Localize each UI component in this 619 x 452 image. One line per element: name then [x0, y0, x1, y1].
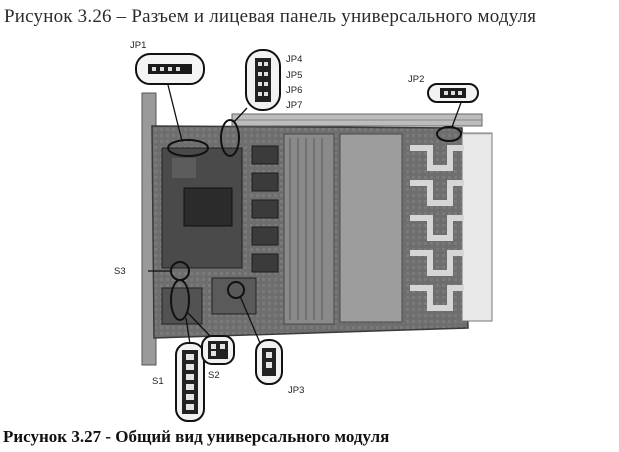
lower-component — [211, 277, 257, 315]
label-s3: S3 — [114, 266, 126, 277]
label-jp3: JP3 — [288, 385, 304, 396]
label-jp1: JP1 — [130, 40, 146, 51]
jp1-highlight — [167, 139, 209, 157]
module-board-drawing: JP1 JP4 JP5 JP6 JP7 JP2 S3 S1 S2 JP3 — [114, 40, 493, 422]
ic-column — [251, 145, 279, 273]
jp3-highlight — [227, 281, 245, 299]
label-jp5: JP5 — [286, 70, 302, 81]
edge-connector — [461, 132, 493, 322]
figure-caption-3-26: Рисунок 3.26 – Разъем и лицевая панель у… — [4, 6, 537, 27]
label-jp6: JP6 — [286, 85, 302, 96]
label-s2: S2 — [208, 370, 220, 381]
bus-area — [283, 133, 335, 325]
light-area — [339, 133, 403, 323]
jp4-7-highlight — [220, 119, 240, 157]
label-jp4: JP4 — [286, 54, 302, 65]
leader-lines — [148, 84, 463, 345]
figure-caption-3-27: Рисунок 3.27 - Общий вид универсального … — [3, 427, 390, 446]
label-s1: S1 — [152, 376, 164, 387]
label-jp7: JP7 — [286, 100, 302, 111]
serpentine-traces — [410, 145, 464, 311]
module-photo: JP1 JP4 JP5 JP6 JP7 JP2 S3 S1 S2 JP3 — [112, 38, 532, 424]
jp2-highlight — [436, 126, 462, 142]
s1-highlight — [170, 279, 190, 321]
label-jp2: JP2 — [408, 74, 424, 85]
